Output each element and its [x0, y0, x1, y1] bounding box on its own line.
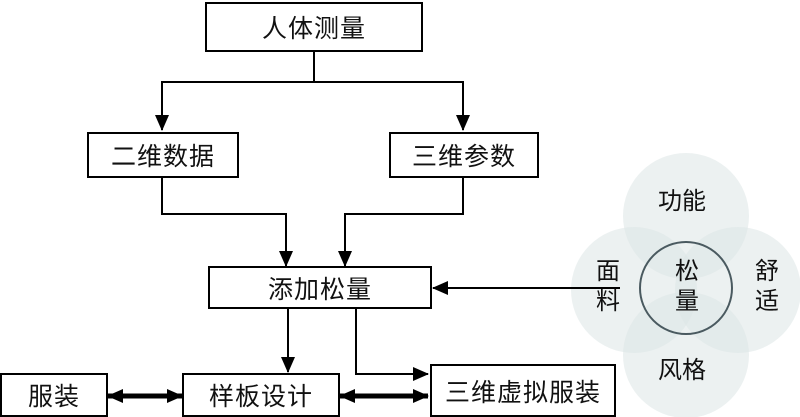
connector-ease-to-virtual [355, 308, 429, 381]
node-label: 三维参数 [411, 142, 516, 171]
node-2d-data: 二维数据 [87, 132, 239, 178]
venn-diagram [571, 153, 800, 417]
connector-3d-to-ease [338, 178, 464, 267]
node-garment: 服装 [0, 373, 108, 417]
venn-label-right: 舒适 [755, 257, 779, 315]
node-label: 添加松量 [267, 274, 372, 304]
connector-measure-split [155, 50, 315, 131]
venn-label-center: 松量 [675, 257, 699, 315]
connector-measure-to-3d [314, 81, 470, 131]
node-add-ease: 添加松量 [208, 266, 432, 309]
node-label: 人体测量 [261, 14, 366, 43]
node-pattern-design: 样板设计 [182, 373, 340, 417]
node-label: 服装 [27, 382, 80, 411]
venn-label-top: 功能 [658, 187, 706, 215]
node-label: 三维虚拟服装 [444, 377, 601, 407]
venn-circle-bottom [623, 292, 749, 417]
node-3d-virtual-garment: 三维虚拟服装 [430, 364, 616, 417]
venn-label-bottom: 风格 [658, 356, 706, 384]
connector-2d-to-ease [161, 178, 293, 267]
node-body-measurement: 人体测量 [205, 2, 423, 52]
node-label: 样板设计 [208, 382, 313, 411]
venn-center-ring [639, 241, 733, 335]
venn-label-left: 面料 [596, 257, 620, 315]
node-3d-params: 三维参数 [389, 132, 539, 178]
node-label: 二维数据 [110, 142, 215, 171]
